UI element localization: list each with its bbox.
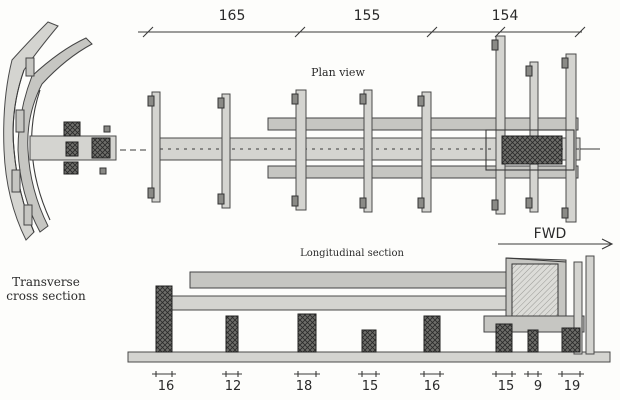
- top-tick: [574, 26, 586, 38]
- frame-width-label-6: 15: [498, 379, 515, 394]
- plan-frame: [363, 89, 373, 213]
- top-tick: [294, 26, 306, 38]
- section-frame: [423, 315, 441, 353]
- dimension-label-1: 165: [219, 8, 246, 24]
- frame-cleat: [491, 199, 499, 211]
- section-frame: [495, 323, 513, 353]
- frame-cleat: [291, 93, 299, 105]
- top-tick: [494, 26, 506, 38]
- section-frame: [361, 329, 377, 353]
- frame-cleat: [417, 197, 425, 209]
- frame-cleat: [561, 207, 569, 219]
- plan-frame: [495, 35, 506, 215]
- plan-view: [147, 35, 600, 223]
- frame-cleat: [417, 95, 425, 107]
- frame-cleat: [525, 197, 533, 209]
- frame-cleat: [147, 187, 155, 199]
- plan-view-label: Plan view: [311, 66, 365, 79]
- dimension-label-2: 155: [354, 8, 381, 24]
- transverse-label-line1: Transverse: [12, 275, 80, 289]
- plan-frame: [221, 93, 231, 209]
- frame-cleat: [217, 97, 225, 109]
- plan-frame: [151, 91, 161, 203]
- frame-cleat: [147, 95, 155, 107]
- frame-cleat: [291, 195, 299, 207]
- longitudinal-section: [127, 255, 611, 363]
- dimension-label-3: 154: [492, 8, 519, 24]
- frame-width-label-3: 18: [296, 379, 313, 394]
- frame-width-label-5: 16: [424, 379, 441, 394]
- bottom-dimension-ticks: [152, 371, 584, 377]
- frame-cleat: [217, 193, 225, 205]
- section-frame: [297, 313, 317, 353]
- top-tick: [426, 26, 438, 38]
- forward-label: FWD: [534, 226, 567, 242]
- transverse-cross-section: [3, 21, 150, 241]
- plan-frame: [565, 53, 577, 223]
- frame-width-label-2: 12: [225, 379, 242, 394]
- frame-cleat: [525, 65, 533, 77]
- frame-cleat: [359, 197, 367, 209]
- frame-cleat: [491, 39, 499, 51]
- frame-width-label-7: 9: [534, 379, 542, 394]
- section-frame: [225, 315, 239, 353]
- forward-arrow: [498, 238, 614, 250]
- transverse-label-line2: cross section: [6, 289, 86, 303]
- section-frame: [155, 285, 173, 353]
- top-dimension-line: [138, 26, 586, 38]
- plan-frame: [295, 89, 307, 211]
- top-tick: [142, 26, 154, 38]
- longitudinal-section-label: Longitudinal section: [300, 248, 404, 259]
- frame-width-label-4: 15: [362, 379, 379, 394]
- plan-frame: [421, 91, 432, 213]
- section-frame: [561, 327, 581, 353]
- frame-cleat: [359, 93, 367, 105]
- frame-width-label-8: 19: [564, 379, 581, 394]
- section-frame: [527, 329, 539, 353]
- frame-width-label-1: 16: [158, 379, 175, 394]
- frame-cleat: [561, 57, 569, 69]
